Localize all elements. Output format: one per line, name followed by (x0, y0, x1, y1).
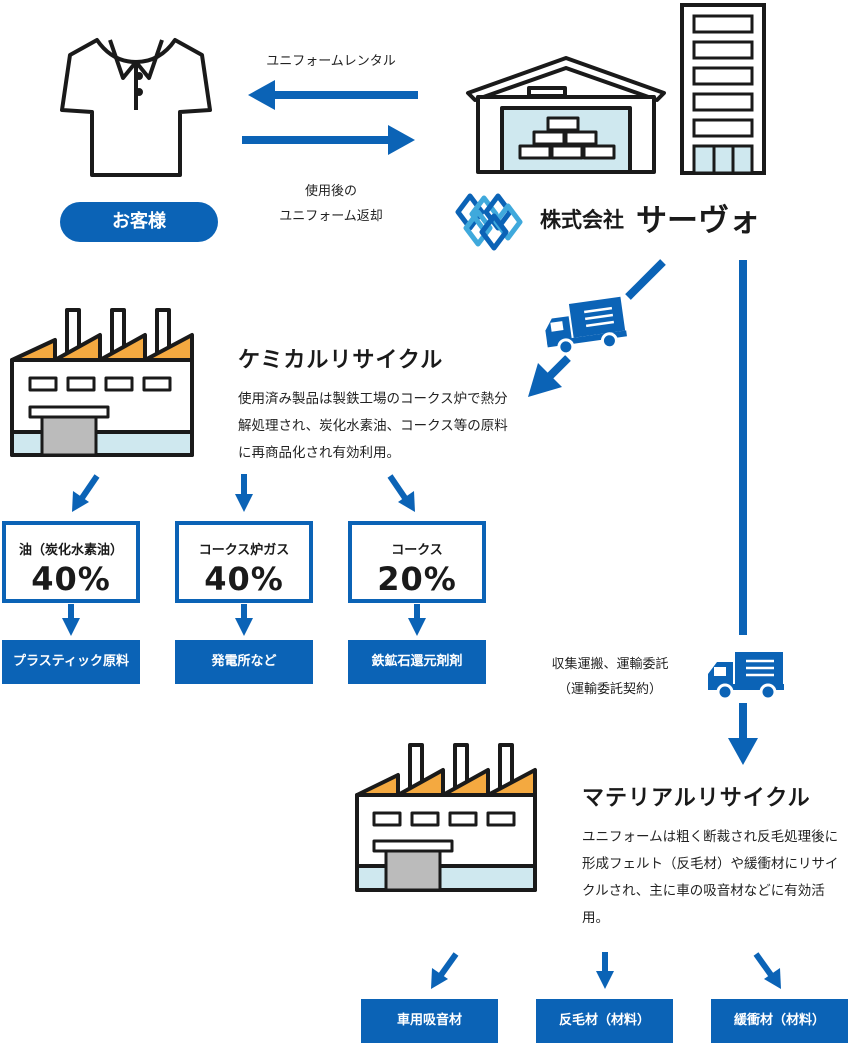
customer-label: お客様 (60, 202, 218, 242)
product-percent: 40% (31, 560, 111, 598)
product-percent: 20% (377, 560, 457, 598)
rental-flow-label: ユニフォームレンタル (266, 54, 396, 69)
product-arrow-icon (62, 604, 80, 636)
material-route-arrow-icon (728, 703, 758, 765)
product-use-tag: プラスティック原料 (2, 640, 140, 684)
product-use-tag: 発電所など (175, 640, 313, 684)
warehouse-icon (466, 56, 666, 174)
truck-icon (545, 296, 627, 356)
material-product-tag: 車用吸音材 (361, 999, 498, 1043)
product-arrow-icon (235, 474, 253, 512)
product-percent: 40% (204, 560, 284, 598)
factory-icon (355, 743, 537, 892)
product-use-tag: 鉄鉱石還元剤剤 (348, 640, 486, 684)
transport-label-1: 収集運搬、運輸委託 (551, 657, 669, 672)
chemical-route-arrow-icon (528, 259, 666, 397)
product-arrow-icon (753, 952, 781, 989)
material-product-tag: 緩衝材（材料） (711, 999, 848, 1043)
material-recycling-title: マテリアルリサイクル (582, 786, 811, 811)
product-label: コークス炉ガス (198, 543, 290, 558)
company-logo-icon (455, 193, 523, 251)
product-box-coke: コークス 20% (348, 521, 486, 603)
return-flow-label-1: 使用後の (304, 184, 357, 199)
product-box-coke-gas: コークス炉ガス 40% (175, 521, 313, 603)
truck-icon (708, 652, 784, 701)
product-arrow-icon (408, 604, 426, 636)
rental-arrow-icon (248, 80, 418, 110)
office-building-icon (680, 3, 766, 175)
return-arrow-icon (242, 125, 415, 155)
product-arrow-icon (235, 604, 253, 636)
material-product-tag: 反毛材（材料） (536, 999, 673, 1043)
company-name-main: サーヴォ (636, 203, 760, 239)
return-flow-label-2: ユニフォーム返却 (279, 209, 383, 224)
product-label: コークス (391, 543, 443, 558)
chemical-recycling-description: 使用済み製品は製鉄工場のコークス炉で熱分解処理され、炭化水素油、コークス等の原料… (238, 391, 508, 461)
product-label: 油（炭化水素油） (18, 543, 123, 558)
product-arrow-icon (431, 952, 459, 989)
product-arrow-icon (72, 474, 100, 512)
factory-icon (10, 308, 194, 457)
chemical-recycling-title: ケミカルリサイクル (238, 348, 444, 373)
product-arrow-icon (387, 474, 415, 512)
shirt-icon (60, 38, 212, 177)
material-recycling-description: ユニフォームは粗く断裁され反毛処理後に形成フェルト（反毛材）や緩衝材にリサイクル… (582, 829, 839, 926)
product-box-oil: 油（炭化水素油） 40% (2, 521, 140, 603)
company-name-prefix: 株式会社 (540, 208, 624, 232)
transport-label-2: （運輸委託契約） (557, 682, 662, 697)
product-arrow-icon (596, 952, 614, 989)
